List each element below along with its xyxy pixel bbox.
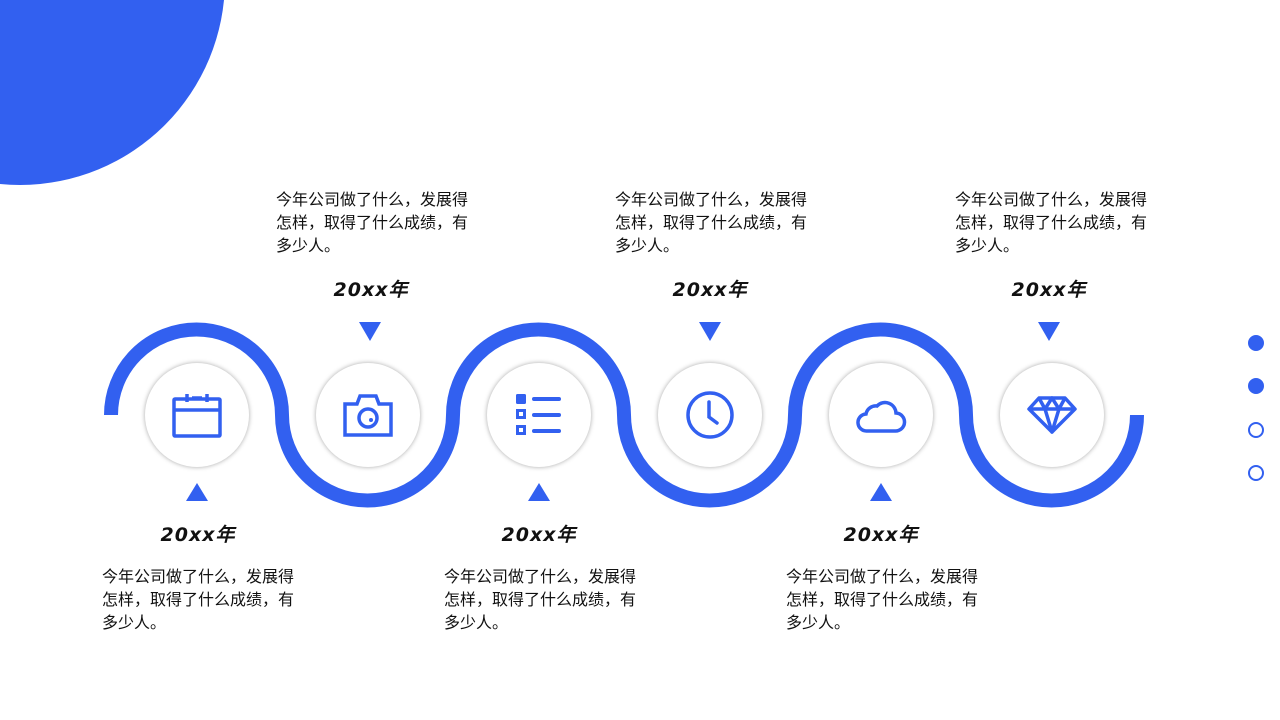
page-dot-3[interactable] <box>1248 422 1264 438</box>
year-label-4: 20xx年 <box>672 279 748 301</box>
year-label-3: 20xx年 <box>501 524 577 546</box>
page-dot-2[interactable] <box>1248 378 1264 394</box>
description-4: 今年公司做了什么，发展得怎样，取得了什么成绩，有多少人。 <box>615 190 808 255</box>
timeline-node-3 <box>487 363 591 467</box>
description-2: 今年公司做了什么，发展得怎样，取得了什么成绩，有多少人。 <box>276 190 469 255</box>
list-icon <box>516 394 561 435</box>
cloud-icon <box>856 400 907 433</box>
decorative-circle <box>0 0 224 185</box>
pointer-up-5 <box>870 483 892 501</box>
pointer-up-3 <box>528 483 550 501</box>
clock-icon <box>686 391 734 439</box>
timeline-node-4 <box>658 363 762 467</box>
year-label-1: 20xx年 <box>160 524 236 546</box>
year-label-6: 20xx年 <box>1011 279 1087 301</box>
timeline-node-6 <box>1000 363 1104 467</box>
description-6: 今年公司做了什么，发展得怎样，取得了什么成绩，有多少人。 <box>955 190 1148 255</box>
timeline-node-1 <box>145 363 249 467</box>
description-5: 今年公司做了什么，发展得怎样，取得了什么成绩，有多少人。 <box>786 567 979 632</box>
year-label-2: 20xx年 <box>333 279 409 301</box>
year-label-5: 20xx年 <box>843 524 919 546</box>
description-1: 今年公司做了什么，发展得怎样，取得了什么成绩，有多少人。 <box>102 567 295 632</box>
pointer-down-2 <box>359 322 381 341</box>
diamond-icon <box>1027 396 1077 434</box>
camera-icon <box>343 394 393 437</box>
page-dot-4[interactable] <box>1248 465 1264 481</box>
timeline-node-5 <box>829 363 933 467</box>
timeline-node-2 <box>316 363 420 467</box>
page-dot-1[interactable] <box>1248 335 1264 351</box>
description-3: 今年公司做了什么，发展得怎样，取得了什么成绩，有多少人。 <box>444 567 637 632</box>
calendar-icon <box>172 394 222 438</box>
pointer-down-4 <box>699 322 721 341</box>
pointer-up-1 <box>186 483 208 501</box>
pointer-down-6 <box>1038 322 1060 341</box>
